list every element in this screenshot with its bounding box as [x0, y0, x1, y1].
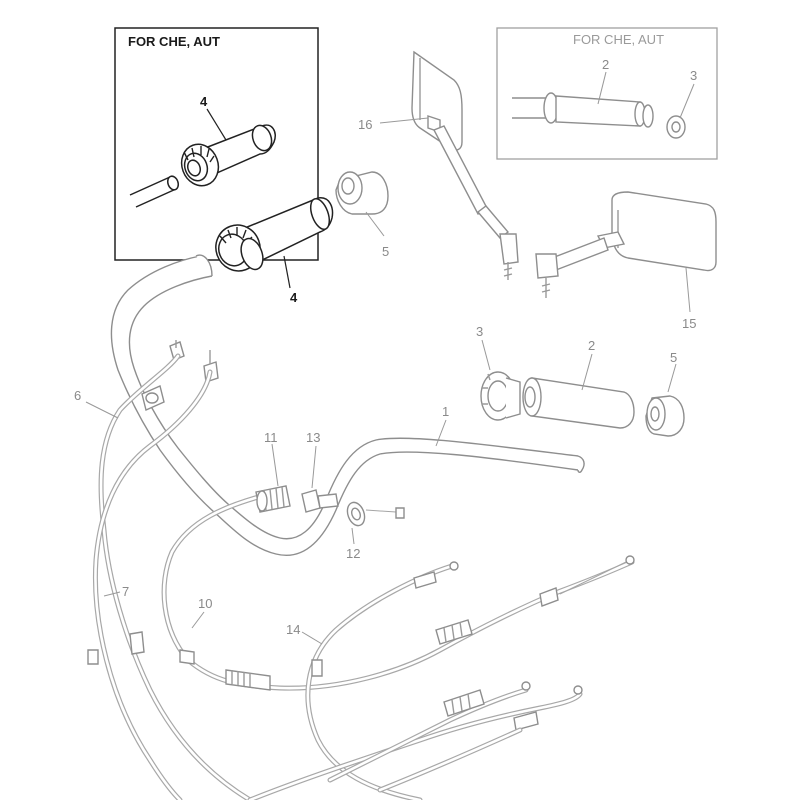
leader-3-inset [679, 83, 695, 119]
inset-box-right-title: FOR CHE, AUT [573, 32, 664, 47]
inset-box-right-frame [496, 27, 718, 160]
leader-6 [85, 401, 119, 419]
cable-part-7 [87, 369, 213, 800]
callout-2-inset: 2 [602, 57, 609, 72]
callout-1: 1 [442, 404, 449, 419]
callout-4-main: 4 [290, 290, 298, 305]
callout-16: 16 [358, 117, 372, 132]
callout-7: 7 [122, 584, 129, 599]
leader-2-main [581, 353, 593, 391]
end-cap-part-3-inset [666, 115, 686, 139]
nut-part-12 [346, 501, 405, 527]
cable-part-6 [98, 353, 253, 800]
leader-12 [351, 527, 355, 545]
mirror-part-16 [411, 50, 519, 280]
cable-part-10 [161, 493, 635, 691]
leader-13 [311, 445, 317, 489]
leader-5-main [667, 363, 677, 393]
mirror-part-15 [535, 191, 717, 298]
leader-4-main [283, 255, 291, 289]
end-weight-part-5-main [645, 395, 685, 437]
leader-10 [191, 611, 205, 629]
leader-2-inset [597, 71, 607, 105]
callout-12: 12 [346, 546, 360, 561]
handlebar-end-inset [129, 175, 180, 208]
callout-2-main: 2 [588, 338, 595, 353]
callout-13: 13 [306, 430, 320, 445]
leader-5-top [365, 211, 385, 237]
inset-box-right: FOR CHE, AUT 2 3 [496, 27, 718, 160]
grip-part-4-main [215, 197, 334, 272]
end-cap-part-3-main [480, 371, 521, 421]
callout-6: 6 [74, 388, 81, 403]
leader-14 [301, 631, 323, 645]
leader-1 [435, 419, 447, 447]
adjuster-part-13 [301, 489, 339, 513]
leader-4-inset [206, 108, 227, 141]
callout-14: 14 [286, 622, 300, 637]
callout-4-inset: 4 [200, 94, 208, 109]
callout-3-inset: 3 [690, 68, 697, 83]
inset-box-left-title: FOR CHE, AUT [128, 34, 220, 49]
end-weight-part-5-top [335, 171, 389, 215]
lower-cables [247, 681, 583, 800]
grip-part-2-inset [543, 92, 654, 128]
callout-11: 11 [264, 430, 278, 445]
leader-11 [271, 443, 279, 487]
handlebar-end-inset-right [512, 97, 548, 119]
grip-part-2-main [522, 377, 635, 429]
callout-10: 10 [198, 596, 212, 611]
inset-box-left-frame [114, 27, 319, 261]
adjuster-part-11 [255, 485, 291, 513]
inset-box-left: FOR CHE, AUT 4 [114, 27, 319, 261]
leader-15 [685, 267, 691, 313]
callout-3-main: 3 [476, 324, 483, 339]
callout-5-main: 5 [670, 350, 677, 365]
cable-part-14 [305, 561, 459, 800]
grip-part-4-inset [180, 124, 276, 187]
callout-5-top: 5 [382, 244, 389, 259]
leader-7 [103, 591, 121, 597]
callout-15: 15 [682, 316, 696, 331]
cable-fittings-left [141, 340, 219, 411]
leader-16 [379, 117, 429, 124]
leader-3-main [481, 339, 491, 371]
